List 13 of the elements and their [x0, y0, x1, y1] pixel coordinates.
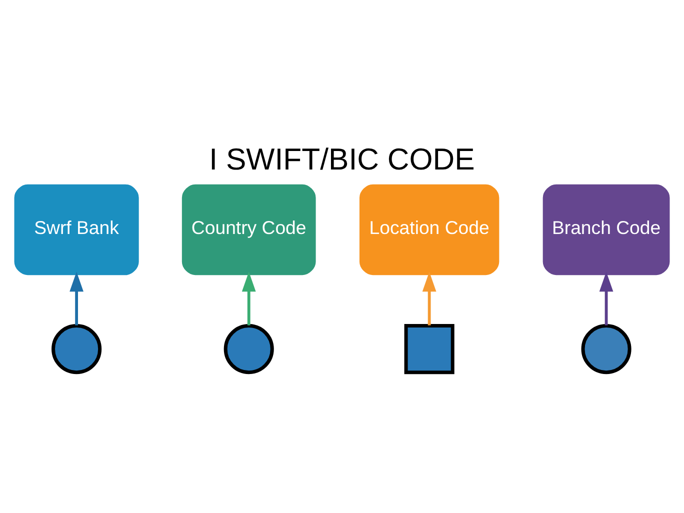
arrow [599, 272, 614, 326]
arrow [242, 272, 256, 326]
node-box: Swrf Bank [13, 183, 140, 276]
node-circle [224, 324, 274, 374]
node-box: Branch Code [542, 183, 671, 276]
diagram-title: I SWIFT/BIC CODE [209, 144, 475, 177]
node-circle [52, 324, 102, 374]
arrow [422, 272, 436, 326]
node-box: Country Code [180, 183, 317, 276]
node-box [404, 324, 454, 374]
node-box: Location Code [358, 183, 500, 276]
node-circle [581, 324, 632, 374]
arrow [70, 272, 84, 326]
